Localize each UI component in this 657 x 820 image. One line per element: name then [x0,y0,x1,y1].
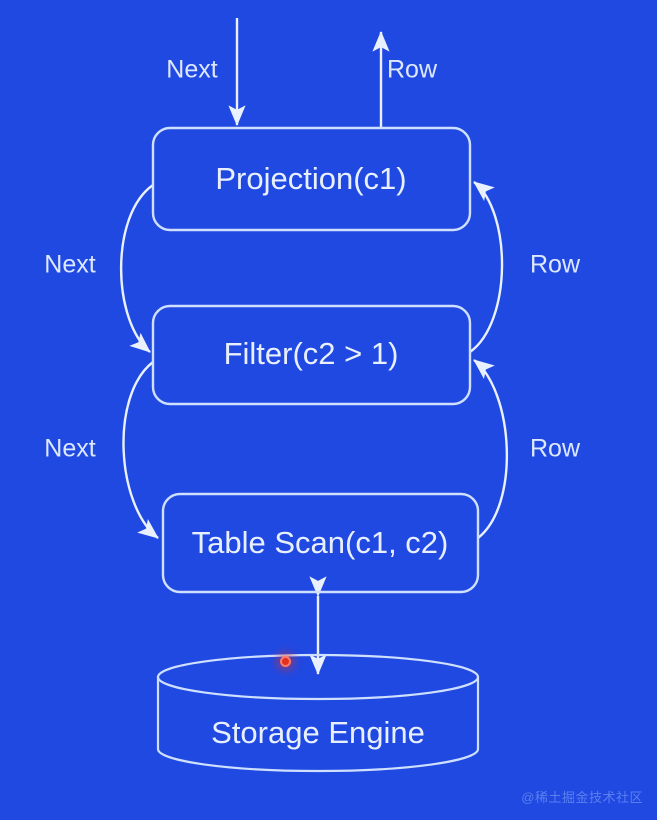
edge-label-filter-projection-row: Row [530,251,581,279]
node-storage-engine-body [156,677,480,773]
node-projection[interactable]: Projection(c1) [151,126,472,232]
node-filter-label: Filter(c2 > 1) [224,336,399,371]
edge-filter-to-projection-row [469,181,504,353]
node-filter-box [151,304,472,406]
node-storage-engine-label: Storage Engine [211,715,425,750]
edge-projection-to-filter-next [120,184,154,353]
click-indicator-icon [280,656,291,667]
edge-filter-to-tablescan-next [122,361,159,539]
node-projection-label: Projection(c1) [215,161,406,196]
edge-tablescan-to-filter-row [473,359,509,539]
node-storage-engine[interactable]: Storage Engine [156,653,480,773]
edge-label-input-next: Next [166,56,217,84]
node-table-scan-box [161,492,480,594]
node-table-scan-label: Table Scan(c1, c2) [192,525,449,560]
node-filter[interactable]: Filter(c2 > 1) [151,304,472,406]
watermark-text: @稀土掘金技术社区 [521,790,643,805]
edge-label-filter-tablescan-next: Next [44,435,95,463]
node-projection-box [151,126,472,232]
edge-label-projection-filter-next: Next [44,251,95,279]
edge-label-output-row: Row [387,56,438,84]
node-storage-engine-top [156,653,480,701]
edge-label-tablescan-filter-row: Row [530,435,581,463]
node-table-scan[interactable]: Table Scan(c1, c2) [161,492,480,594]
